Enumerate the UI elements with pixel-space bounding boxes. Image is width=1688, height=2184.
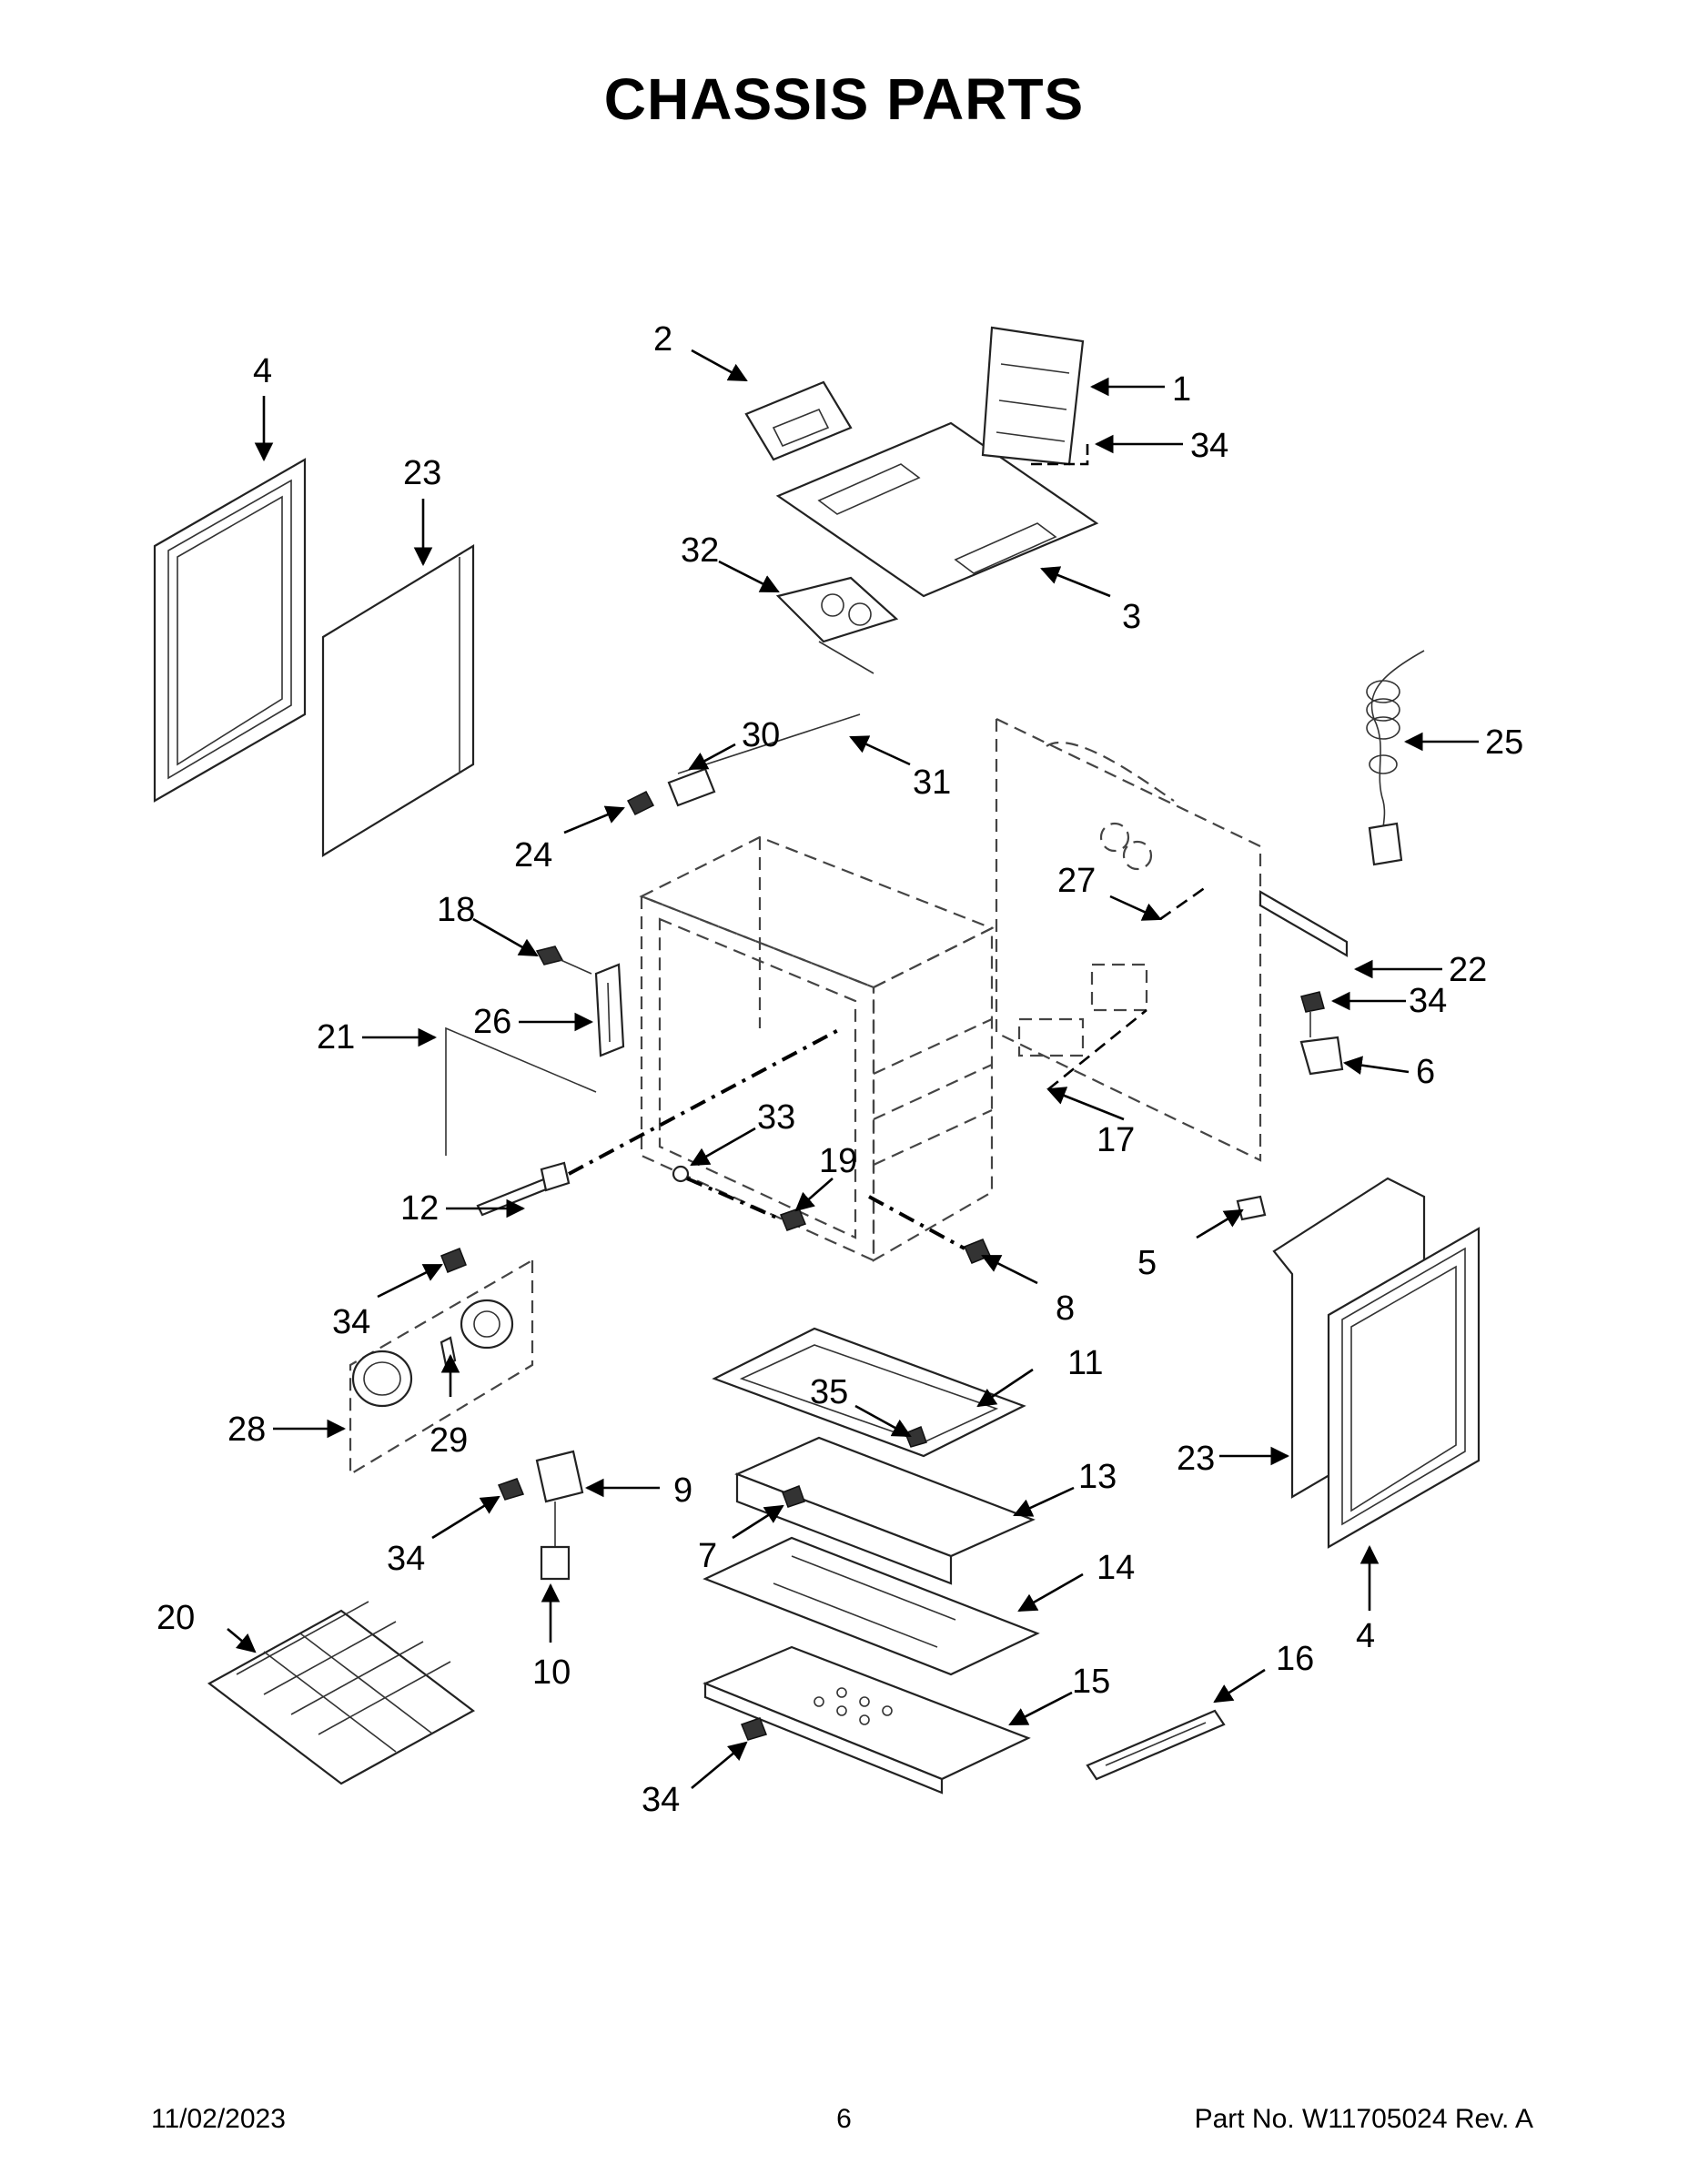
- footer-date: 11/02/2023: [151, 2104, 286, 2134]
- side-panels-right: [1272, 1177, 1481, 1549]
- screw-24: [626, 791, 655, 815]
- callout-23: 23: [1177, 1440, 1215, 1478]
- wire-21: [445, 1026, 597, 1156]
- knob-assembly: [349, 1259, 534, 1476]
- callout-24: 24: [514, 836, 552, 875]
- footer-part-number: Part No. W11705024 Rev. A: [1194, 2104, 1533, 2134]
- callout-18: 18: [437, 891, 475, 929]
- callout-16: 16: [1276, 1640, 1314, 1678]
- footer-page-number: 6: [836, 2104, 852, 2134]
- callout-6: 6: [1416, 1053, 1435, 1091]
- valve-part-9: [497, 1450, 584, 1581]
- callout-1: 1: [1172, 370, 1191, 409]
- top-plate: [775, 421, 1099, 598]
- callout-30: 30: [742, 716, 780, 754]
- side-panel-left: [153, 458, 307, 803]
- oven-cavity: [639, 835, 995, 1262]
- callout-12: 12: [400, 1189, 439, 1228]
- callout-21: 21: [317, 1018, 355, 1057]
- rear-top-panel: [981, 326, 1085, 466]
- clip-5: [1236, 1195, 1267, 1221]
- power-cord: [1366, 650, 1425, 866]
- clip-6: [1299, 1036, 1344, 1076]
- callout-28: 28: [227, 1410, 266, 1449]
- callout-5: 5: [1137, 1244, 1157, 1282]
- callout-34: 34: [387, 1540, 425, 1578]
- callout-17: 17: [1097, 1121, 1135, 1159]
- plate-11: [712, 1327, 1026, 1458]
- callout-34: 34: [1409, 982, 1447, 1020]
- callout-34: 34: [332, 1303, 370, 1341]
- callout-3: 3: [1122, 598, 1141, 636]
- insulation-left: [321, 544, 475, 857]
- panel-14: [702, 1536, 1040, 1676]
- screws-33-19-8: [672, 1165, 992, 1264]
- callout-23: 23: [403, 454, 441, 492]
- bracket-part-2: [744, 380, 853, 461]
- callout-10: 10: [532, 1653, 571, 1692]
- callout-26: 26: [473, 1003, 511, 1041]
- screw-34-right: [1300, 991, 1325, 1037]
- callout-2: 2: [653, 320, 672, 359]
- igniter-16: [1086, 1709, 1226, 1781]
- callout-4: 4: [1356, 1617, 1375, 1655]
- callout-29: 29: [430, 1421, 468, 1460]
- screw-18: [535, 945, 592, 975]
- callout-25: 25: [1485, 723, 1523, 762]
- callout-22: 22: [1449, 951, 1487, 989]
- callout-27: 27: [1057, 862, 1096, 900]
- callout-19: 19: [819, 1142, 857, 1180]
- callout-33: 33: [757, 1098, 795, 1137]
- callout-31: 31: [913, 763, 951, 802]
- callout-32: 32: [681, 531, 719, 570]
- panel-13: [734, 1436, 1036, 1585]
- callout-11: 11: [1067, 1344, 1103, 1382]
- callout-34: 34: [642, 1781, 680, 1819]
- callout-7: 7: [698, 1537, 717, 1575]
- strip-22: [1258, 890, 1349, 957]
- callout-13: 13: [1078, 1458, 1117, 1496]
- callout-35: 35: [810, 1373, 848, 1411]
- callout-14: 14: [1097, 1549, 1135, 1587]
- callout-8: 8: [1056, 1289, 1075, 1328]
- oven-rack: [207, 1601, 476, 1785]
- bottom-panel-15: [702, 1645, 1031, 1795]
- page-title: CHASSIS PARTS: [603, 66, 1085, 132]
- screw-34-left-mid: [440, 1248, 467, 1273]
- callout-9: 9: [673, 1471, 692, 1510]
- hinge-bracket: [594, 963, 625, 1057]
- callout-20: 20: [157, 1599, 195, 1637]
- callout-34: 34: [1190, 427, 1228, 465]
- leader-lines: [227, 349, 1479, 1789]
- burner-tube: [476, 1026, 843, 1217]
- rear-panel: [995, 717, 1262, 1162]
- manifold-part-32: [775, 576, 899, 674]
- callout-15: 15: [1072, 1663, 1110, 1701]
- callout-4: 4: [253, 352, 272, 390]
- callout-labels: 4 23 2 1 34 3 32 25 30 31 24 27 22 18 26…: [157, 320, 1523, 1819]
